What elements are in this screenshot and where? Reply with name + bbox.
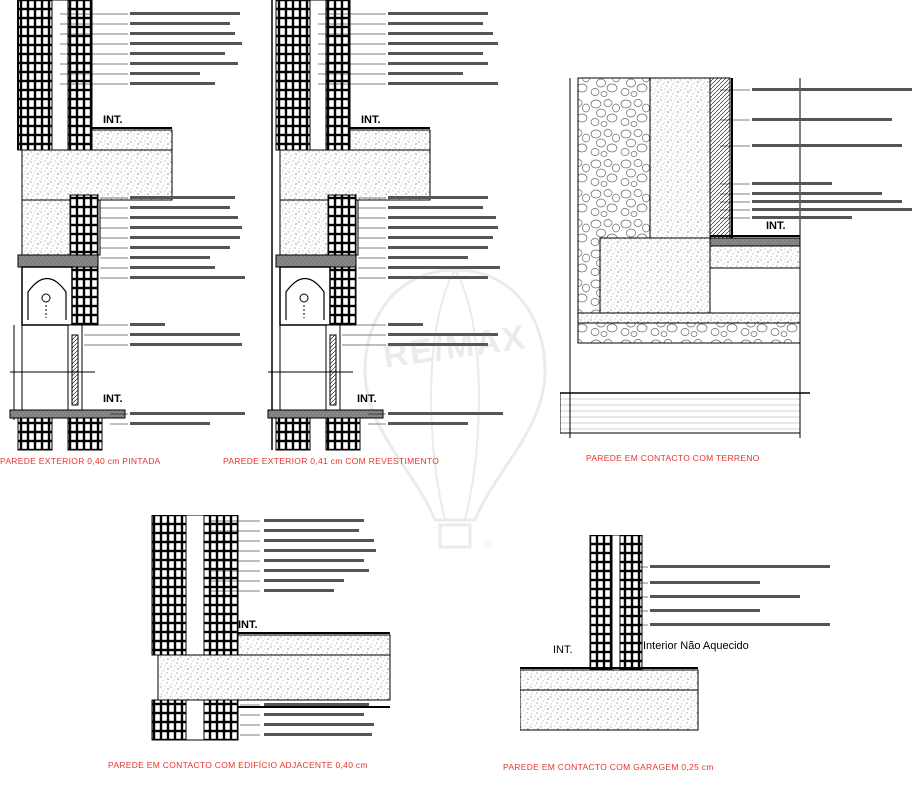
section-drawing (151, 514, 391, 741)
registered-mark: ® (483, 536, 494, 552)
caption-wall-against-ground: PAREDE EM CONTACTO COM TERRENO (586, 453, 760, 463)
int-label: INT. (357, 393, 377, 405)
detail-exterior-wall-cladding (258, 0, 518, 460)
int-label: INT. (766, 220, 786, 232)
unheated-interior-label: Interior Não Aquecido (643, 640, 749, 652)
section-drawing (267, 0, 503, 451)
int-label: INT. (553, 644, 573, 656)
caption-wall-adjacent-building: PAREDE EM CONTACTO COM EDIFÍCIO ADJACENT… (108, 760, 368, 770)
int-label: INT. (103, 393, 123, 405)
int-label: INT. (361, 114, 381, 126)
section-drawing (519, 534, 830, 731)
section-drawing (9, 0, 245, 451)
section-drawing (559, 77, 912, 438)
detail-wall-against-ground (559, 68, 920, 443)
caption-exterior-wall-painted: PAREDE EXTERIOR 0,40 cm PINTADA (0, 456, 161, 466)
detail-wall-adjacent-building (140, 514, 400, 750)
detail-wall-against-garage (519, 534, 860, 745)
caption-exterior-wall-cladding: PAREDE EXTERIOR 0,41 cm COM REVESTIMENTO (223, 456, 440, 466)
int-label: INT. (103, 114, 123, 126)
int-label: INT. (238, 619, 258, 631)
detail-exterior-wall-painted (0, 0, 260, 460)
caption-wall-against-garage: PAREDE EM CONTACTO COM GARAGEM 0,25 cm (503, 762, 714, 772)
